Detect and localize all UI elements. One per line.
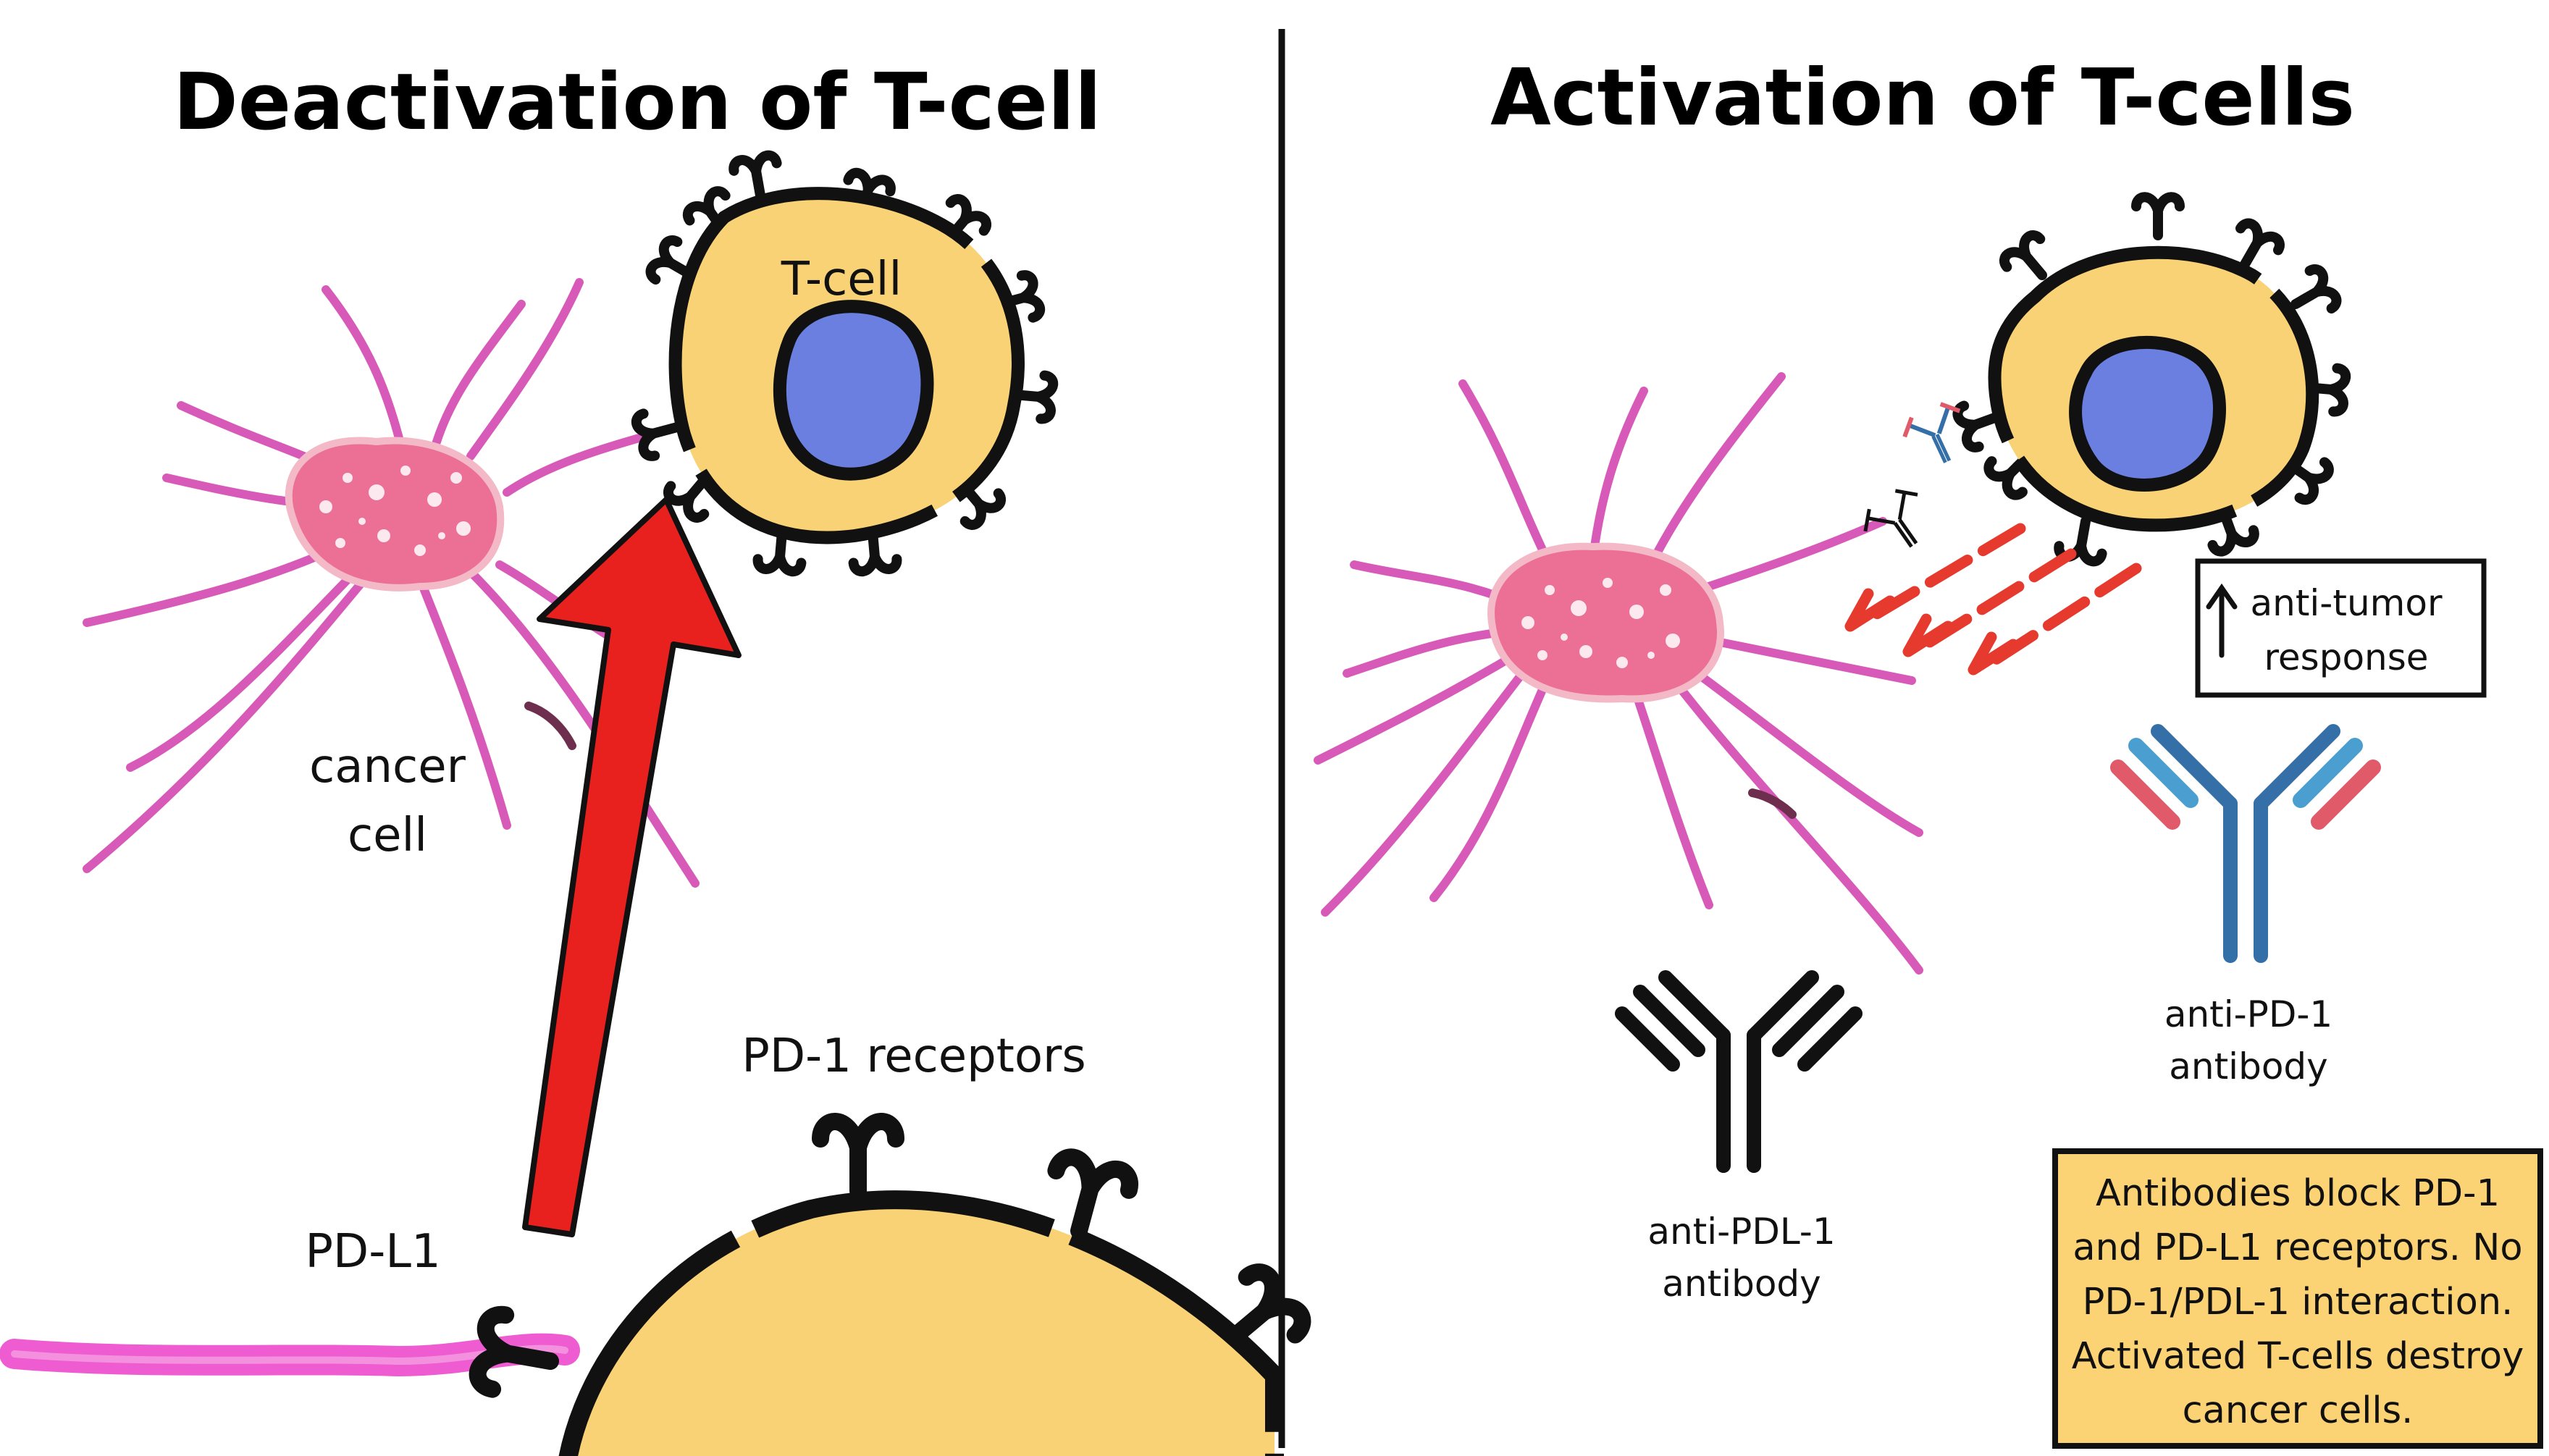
- anti-tumor-line2: response: [2264, 636, 2428, 678]
- left-title: Deactivation of T-cell: [173, 57, 1101, 148]
- anti-pdl1-antibody: [1615, 970, 1863, 1173]
- info-line1: Antibodies block PD-1: [2096, 1172, 2500, 1215]
- pd1-receptors-label: PD-1 receptors: [742, 1030, 1085, 1083]
- tcell-bottom-large: [475, 1122, 1309, 1456]
- small-anti-pd1-antibody: [1902, 402, 1961, 463]
- cancer-cell-right: [1314, 372, 1923, 975]
- info-line2: and PD-L1 receptors. No: [2073, 1226, 2522, 1269]
- cancer-cell-left: [83, 278, 700, 888]
- tcell-left: [634, 154, 1054, 572]
- anti-pdl1-label-line1: anti-PDL-1: [1647, 1211, 1835, 1253]
- anti-pd1-label-line1: anti-PD-1: [2164, 993, 2332, 1035]
- pdl1-label: PD-L1: [305, 1225, 440, 1279]
- anti-pdl1-label-line2: antibody: [1662, 1263, 1821, 1305]
- info-line5: cancer cells.: [2183, 1389, 2414, 1432]
- cancer-cell-label-line2: cell: [348, 809, 427, 862]
- red-arrow-up: [522, 497, 742, 1237]
- anti-pd1-antibody: [2110, 724, 2381, 963]
- tcell-right: [1955, 197, 2346, 563]
- anti-pd1-label-line2: antibody: [2169, 1045, 2327, 1087]
- info-line3: PD-1/PDL-1 interaction.: [2083, 1281, 2514, 1324]
- antibody-info-box: Antibodies block PD-1 and PD-L1 receptor…: [2052, 1148, 2543, 1449]
- cancer-cell-label-line1: cancer: [309, 740, 466, 794]
- anti-tumor-response-box: anti-tumor response: [2195, 558, 2487, 698]
- up-arrow-icon: [2206, 583, 2238, 658]
- anti-tumor-line1: anti-tumor: [2250, 582, 2442, 624]
- tcell-label: T-cell: [781, 253, 902, 306]
- dashed-attack-arrows: [1844, 523, 2142, 676]
- right-title: Activation of T-cells: [1490, 53, 2355, 143]
- info-line4: Activated T-cells destroy: [2072, 1335, 2524, 1378]
- small-anti-pdl1-antibody: [1863, 489, 1918, 548]
